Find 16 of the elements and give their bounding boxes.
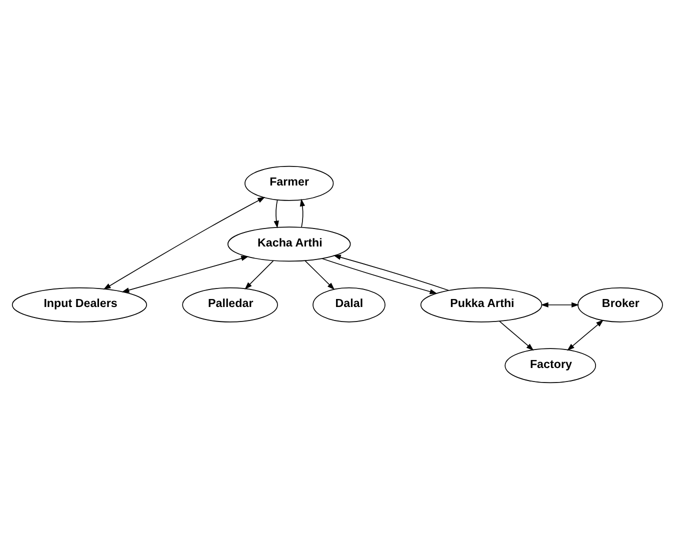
arrow	[567, 320, 604, 351]
arrow	[322, 258, 438, 294]
arrow	[333, 254, 450, 291]
arrow	[274, 200, 279, 228]
arrow	[304, 260, 335, 290]
arrow	[540, 302, 580, 308]
node-ellipse: Dalal	[312, 287, 386, 322]
arrow	[499, 320, 534, 351]
arrow	[122, 256, 249, 293]
arrow	[103, 196, 266, 290]
node-ellipse: Broker	[578, 287, 663, 322]
arrow	[244, 260, 274, 290]
node-ellipse: Palledar	[182, 287, 278, 322]
node-ellipse: Farmer	[244, 166, 334, 201]
arrow	[300, 198, 306, 228]
node-ellipse: Factory	[504, 348, 596, 384]
